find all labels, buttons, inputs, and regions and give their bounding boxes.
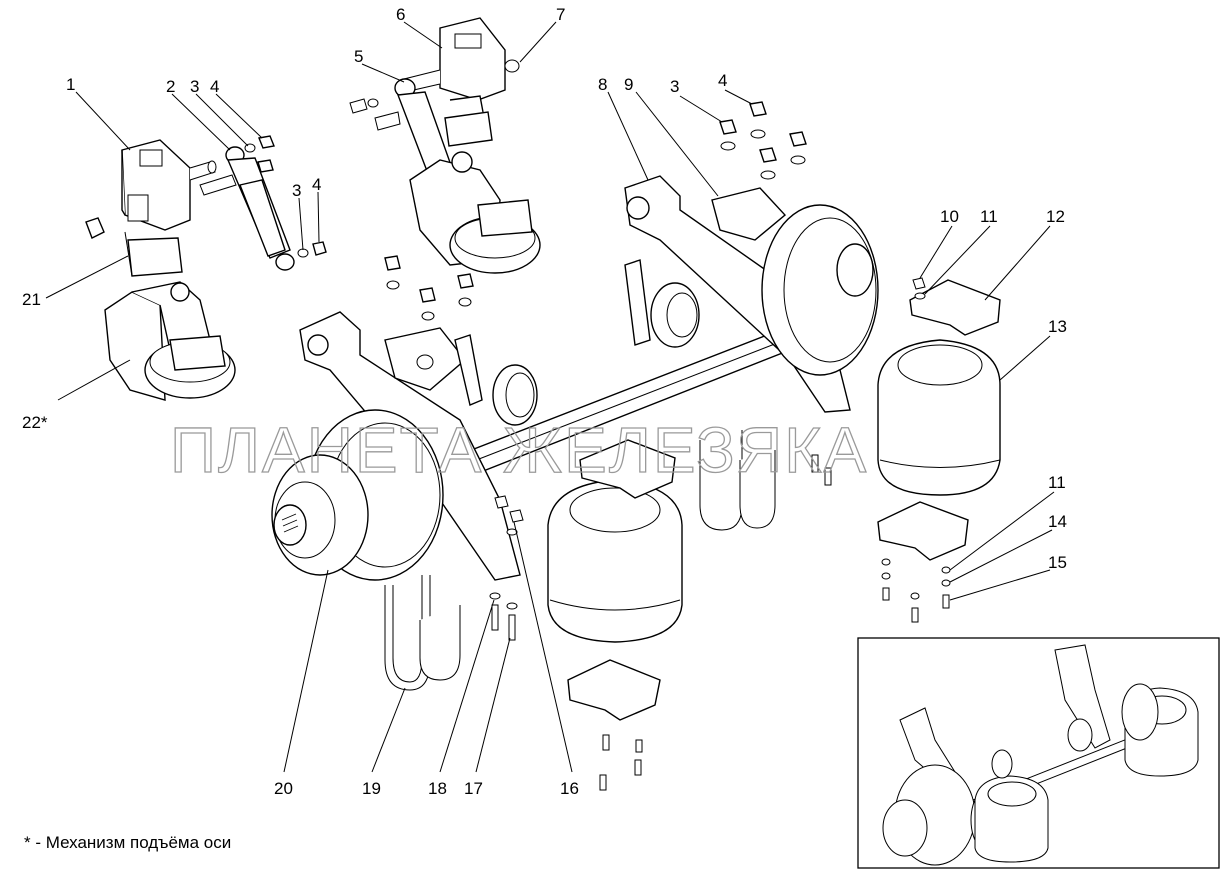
hub-drum-left xyxy=(271,409,444,581)
lift-mechanism-upper xyxy=(409,151,541,274)
callout-20: 20 xyxy=(274,779,293,798)
callout-18: 18 xyxy=(428,779,447,798)
air-spring-right xyxy=(877,339,1001,496)
u-bolts-right xyxy=(699,430,776,531)
callout-5: 5 xyxy=(354,47,363,66)
hanger-bracket-upper xyxy=(399,17,520,101)
callout-11: 11 xyxy=(980,207,998,226)
callout-10: 10 xyxy=(940,207,959,226)
spacer-plate-21 xyxy=(124,231,183,277)
watermark: ПЛАНЕТА ЖЕЛЕЗЯКА xyxy=(170,414,868,486)
nut-washer-group-right xyxy=(719,101,807,180)
air-spring-center xyxy=(547,479,683,643)
bolt-column-17-18 xyxy=(489,592,518,641)
callout-21: 21 xyxy=(22,290,41,309)
axle-lift-mechanism xyxy=(104,281,236,401)
callout-17: 17 xyxy=(464,779,483,798)
callout-9: 9 xyxy=(624,75,633,94)
brake-chamber-right xyxy=(624,259,700,348)
callout-3: 3 xyxy=(292,181,301,200)
callout-2: 2 xyxy=(166,77,175,96)
callout-16: 16 xyxy=(560,779,579,798)
callout-6: 6 xyxy=(396,5,405,24)
shock-absorber-left xyxy=(199,146,295,271)
callout-11: 11 xyxy=(1048,473,1066,492)
mount-plate-12 xyxy=(909,279,1001,336)
mount-plate-lower-right xyxy=(877,501,969,561)
brake-chamber-left xyxy=(454,334,538,426)
callout-13: 13 xyxy=(1048,317,1067,336)
callout-labels: 1 2 3 4 3 4 5 6 7 8 9 3 4 10 11 12 13 11… xyxy=(22,5,1067,798)
nut-column-upper xyxy=(384,255,474,321)
callout-22: 22* xyxy=(22,413,48,432)
callout-8: 8 xyxy=(598,75,607,94)
mount-plate-center-top xyxy=(579,439,676,499)
callout-4: 4 xyxy=(312,175,321,194)
callout-3: 3 xyxy=(670,77,679,96)
callout-1: 1 xyxy=(66,75,75,94)
callout-14: 14 xyxy=(1048,512,1067,531)
brake-drum-right xyxy=(761,204,879,376)
u-bolts-left xyxy=(384,575,461,691)
callout-4: 4 xyxy=(718,71,727,90)
assembled-view-inset xyxy=(857,637,1220,869)
leader-lines xyxy=(45,21,1055,773)
hanger-bracket-left xyxy=(121,139,217,231)
nut-washer-10-11 xyxy=(912,277,926,300)
callout-15: 15 xyxy=(1048,553,1067,572)
callout-3: 3 xyxy=(190,77,199,96)
footnote: * - Механизм подъёма оси xyxy=(24,833,231,852)
callout-4: 4 xyxy=(210,77,219,96)
nut-washer-16 xyxy=(494,495,524,536)
callout-19: 19 xyxy=(362,779,381,798)
plates-upper xyxy=(444,95,493,147)
mount-plate-center-bottom xyxy=(567,659,661,721)
bolt-column-right xyxy=(811,454,951,623)
callout-12: 12 xyxy=(1046,207,1065,226)
bolt-column-under-center xyxy=(599,734,643,791)
callout-7: 7 xyxy=(556,5,565,24)
